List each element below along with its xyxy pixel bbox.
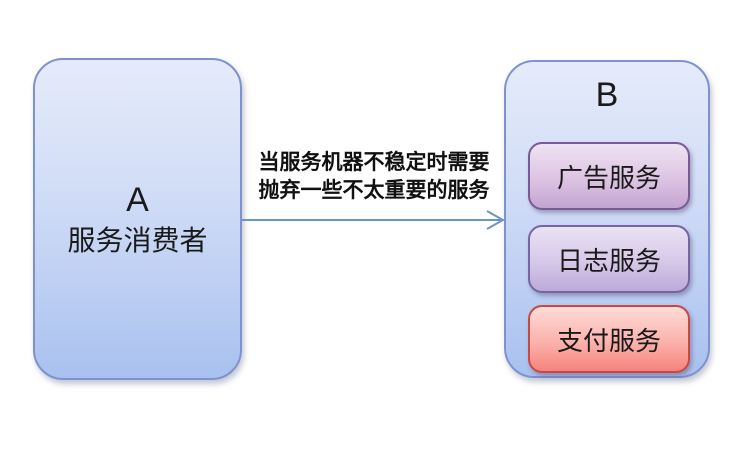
service-label-ads: 广告服务 [556,162,661,193]
service-item-ads: 广告服务 [528,142,690,210]
service-label-payment: 支付服务 [556,325,661,356]
service-item-payment: 支付服务 [528,305,690,373]
service-item-logs: 日志服务 [528,225,690,293]
provider-node: B 广告服务 日志服务 支付服务 [504,60,710,378]
service-label-logs: 日志服务 [556,245,661,276]
consumer-node: A 服务消费者 [33,58,242,380]
flow-arrow-icon [242,210,505,230]
edge-caption-line1: 当服务机器不稳定时需要 [258,151,490,174]
consumer-id: A [126,180,149,219]
edge-caption-line2: 抛弃一些不太重要的服务 [258,179,490,202]
consumer-label: 服务消费者 [67,224,208,256]
provider-id: B [595,76,619,114]
edge-caption: 当服务机器不稳定时需要 抛弃一些不太重要的服务 [243,149,505,205]
